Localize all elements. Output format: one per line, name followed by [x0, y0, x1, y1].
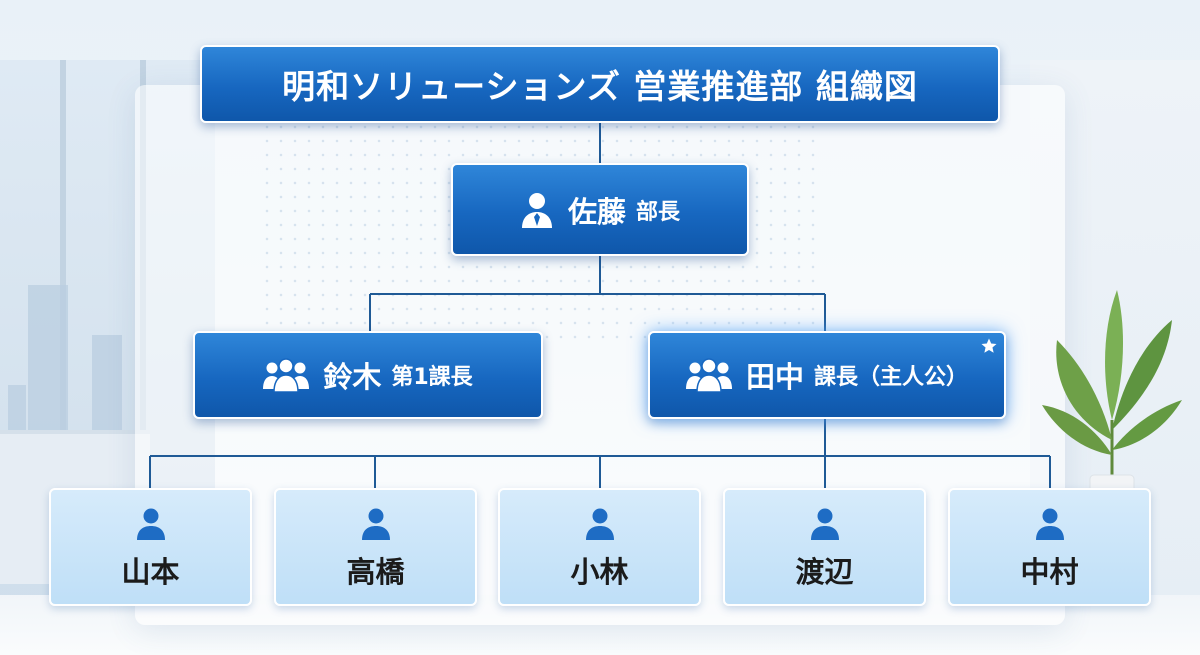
- star-icon: [980, 337, 998, 355]
- person-icon: [520, 191, 554, 229]
- manager-role: 部長: [636, 199, 681, 225]
- section-chief-node-1: 鈴木 第1課長: [193, 331, 543, 419]
- person-icon: [361, 507, 391, 541]
- member-name-5: 中村: [1020, 555, 1079, 589]
- person-icon: [585, 507, 615, 541]
- person-icon: [1035, 507, 1065, 541]
- member-node-4: 渡辺: [723, 488, 926, 606]
- person-icon: [136, 507, 166, 541]
- chart-title-box: 明和ソリューションズ 営業推進部 組織図: [200, 45, 1000, 123]
- manager-node: 佐藤 部長: [451, 163, 749, 256]
- member-name-4: 渡辺: [795, 555, 854, 589]
- section-chief-role-2: 課長（主人公）: [814, 365, 969, 390]
- manager-name: 佐藤: [567, 194, 626, 229]
- section-chief-node-2: 田中 課長（主人公）: [648, 331, 1006, 419]
- section-chief-name-1: 鈴木: [323, 360, 382, 394]
- member-node-2: 高橋: [274, 488, 477, 606]
- group-icon: [263, 358, 310, 392]
- member-node-1: 山本: [49, 488, 252, 606]
- person-icon: [810, 507, 840, 541]
- member-name-3: 小林: [570, 555, 629, 589]
- group-icon: [685, 358, 732, 392]
- section-chief-role-1: 第1課長: [391, 365, 473, 390]
- member-node-5: 中村: [948, 488, 1151, 606]
- section-chief-name-2: 田中: [745, 360, 804, 394]
- chart-title: 明和ソリューションズ 営業推進部 組織図: [282, 67, 918, 106]
- member-name-1: 山本: [121, 555, 180, 589]
- member-name-2: 高橋: [346, 555, 405, 589]
- member-node-3: 小林: [498, 488, 701, 606]
